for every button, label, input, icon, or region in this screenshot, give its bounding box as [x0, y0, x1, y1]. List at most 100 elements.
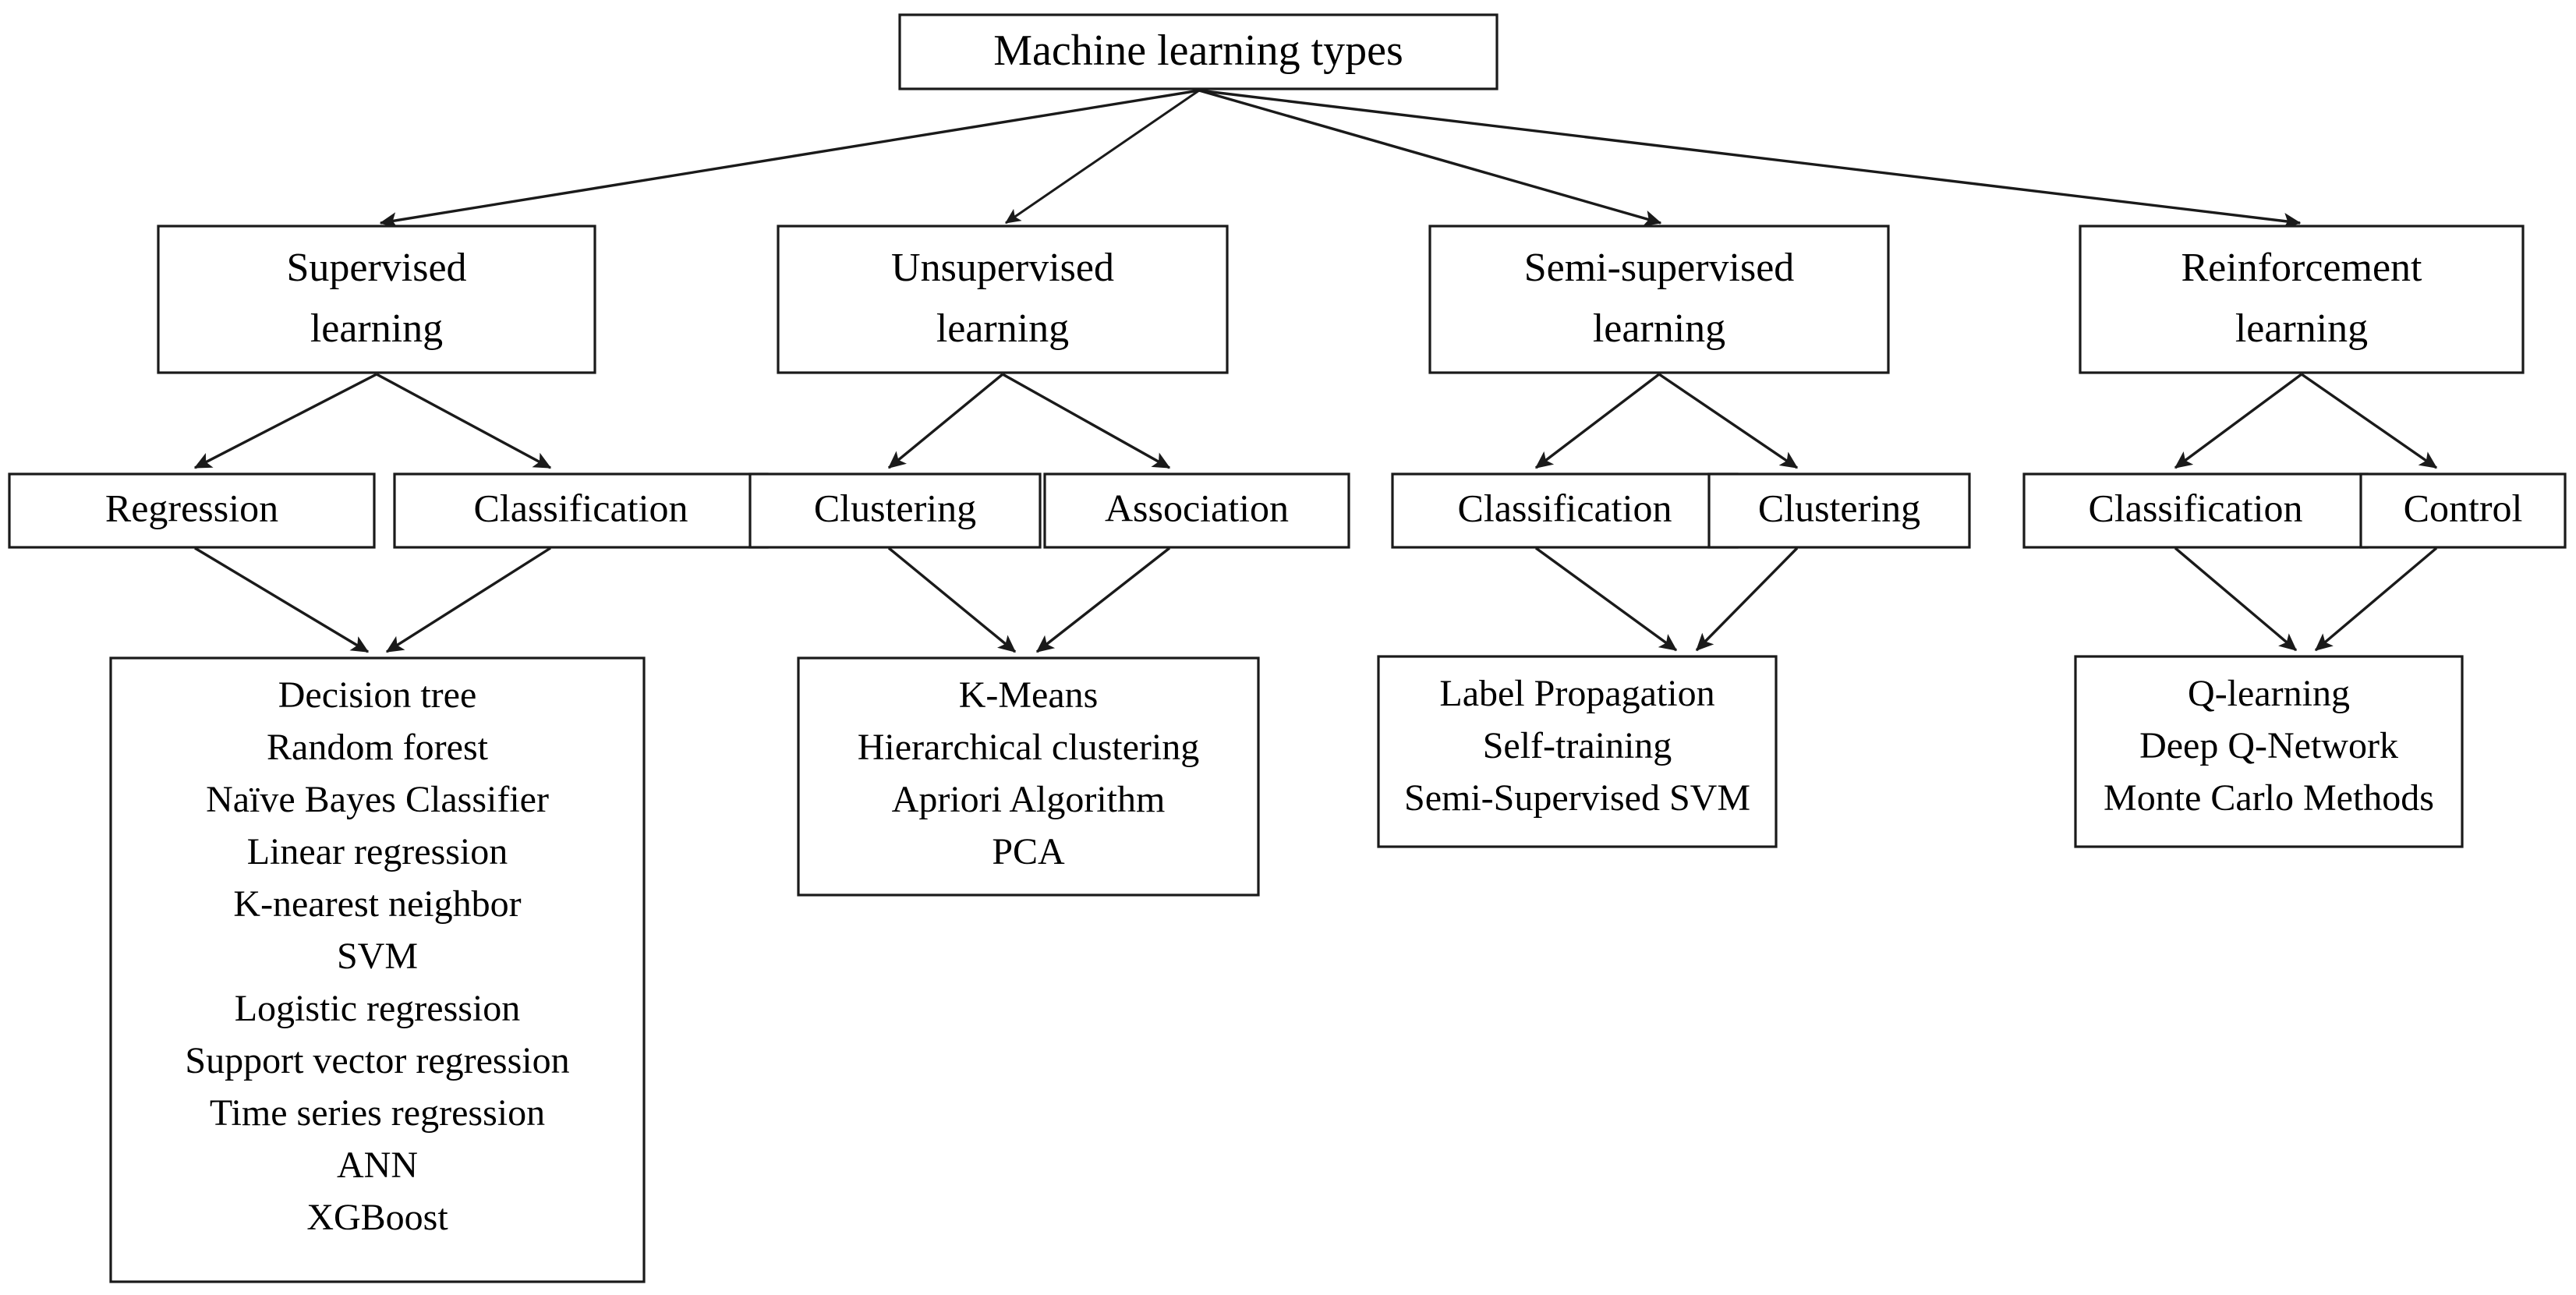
node-subcategory-supervised-regression[interactable]: Regression	[8, 472, 376, 549]
subcategory-box-control	[2359, 472, 2567, 549]
edge-reinforcement-to-classification	[2174, 373, 2303, 469]
edge-reinforcement-to-control	[2301, 373, 2438, 469]
edge-semi-supervised-to-clustering	[1658, 373, 1799, 469]
algorithms-box-semi-supervised	[1377, 655, 1778, 848]
branch-box-unsupervised	[777, 225, 1229, 374]
algorithm-item: Self-training	[1483, 725, 1672, 766]
algorithm-item: Semi-Supervised SVM	[1404, 777, 1750, 819]
algorithm-item: Time series regression	[210, 1092, 545, 1134]
branch-label-supervised-line1: Supervised	[286, 246, 466, 290]
subcategory-label-clustering-unsupervised: Clustering	[814, 486, 976, 529]
edge-unsupervised-to-association	[1002, 373, 1171, 469]
algorithm-item: Monte Carlo Methods	[2104, 777, 2434, 819]
branch-label-reinforcement-line2: learning	[2235, 306, 2368, 351]
node-subcategory-reinforcement-control[interactable]: Control	[2359, 472, 2567, 549]
subcategory-label-association: Association	[1105, 486, 1289, 529]
subcategory-label-classification-reinforcement: Classification	[2089, 486, 2303, 529]
root-box	[898, 13, 1499, 90]
node-subcategory-unsupervised-association[interactable]: Association	[1043, 472, 1350, 549]
algorithm-item: Linear regression	[247, 831, 508, 872]
branch-label-reinforcement-line1: Reinforcement	[2181, 246, 2423, 290]
edge-classification-to-supervised-algorithms	[385, 547, 551, 653]
subcategory-box-classification-supervised	[393, 472, 769, 549]
algorithm-item: Label Propagation	[1439, 673, 1714, 714]
branch-label-semi-supervised-line2: learning	[1593, 306, 1725, 351]
edge-root-to-reinforcement	[1198, 89, 2302, 229]
algorithm-item: Logistic regression	[235, 988, 521, 1029]
edges-branch-to-subcategory	[193, 373, 2438, 469]
edges-subcategory-to-algorithms	[194, 547, 2438, 653]
node-branch-semi-supervised[interactable]: Semi-supervised learning	[1428, 225, 1890, 374]
subcategory-label-classification-supervised: Classification	[474, 486, 688, 529]
edge-classification-to-semi-supervised-algorithms	[1534, 547, 1678, 652]
node-branch-unsupervised[interactable]: Unsupervised learning	[777, 225, 1229, 374]
branch-box-supervised	[157, 225, 596, 374]
subcategory-box-clustering-semi-supervised	[1707, 472, 1971, 549]
edge-supervised-to-classification	[376, 373, 552, 469]
subcategory-box-clustering-unsupervised	[748, 472, 1042, 549]
subcategory-label-clustering-semi-supervised: Clustering	[1758, 486, 1920, 529]
edge-root-to-supervised	[379, 89, 1200, 229]
algorithm-item: Support vector regression	[185, 1040, 569, 1081]
subcategory-label-classification-semi-supervised: Classification	[1458, 486, 1672, 529]
branch-label-unsupervised-line2: learning	[936, 306, 1069, 351]
algorithm-item: Decision tree	[278, 674, 477, 716]
algorithm-item: PCA	[992, 831, 1065, 872]
edge-clustering-to-semi-supervised-algorithms	[1695, 547, 1799, 652]
edge-classification-to-reinforcement-algorithms	[2174, 547, 2298, 652]
root-label: Machine learning types	[993, 27, 1403, 75]
edge-unsupervised-to-clustering	[887, 373, 1004, 469]
algorithm-item: SVM	[337, 936, 418, 977]
branch-box-semi-supervised	[1428, 225, 1890, 374]
node-subcategory-unsupervised-clustering[interactable]: Clustering	[748, 472, 1042, 549]
edge-control-to-reinforcement-algorithms	[2314, 547, 2438, 652]
branch-box-reinforcement	[2079, 225, 2525, 374]
algorithms-box-unsupervised	[797, 656, 1260, 897]
edge-root-to-semi-supervised	[1198, 89, 1662, 227]
edge-supervised-to-regression	[193, 373, 377, 469]
algorithms-list-semi-supervised: Label PropagationSelf-trainingSemi-Super…	[1404, 673, 1750, 819]
branch-label-supervised-line2: learning	[310, 306, 443, 351]
branch-label-semi-supervised-line1: Semi-supervised	[1524, 246, 1795, 290]
edge-clustering-to-unsupervised-algorithms	[887, 547, 1017, 653]
algorithm-item: K-nearest neighbor	[233, 883, 521, 925]
algorithm-item: Apriori Algorithm	[892, 779, 1166, 820]
algorithm-item: Naïve Bayes Classifier	[206, 779, 549, 820]
algorithms-box-supervised	[109, 656, 646, 1283]
edge-semi-supervised-to-classification	[1534, 373, 1661, 469]
edge-root-to-unsupervised	[1005, 89, 1200, 225]
node-subcategory-supervised-classification[interactable]: Classification	[393, 472, 769, 549]
subcategory-label-control: Control	[2404, 486, 2523, 529]
algorithm-item: Random forest	[267, 727, 489, 768]
branch-label-unsupervised-line1: Unsupervised	[891, 246, 1114, 290]
edge-association-to-unsupervised-algorithms	[1035, 547, 1171, 653]
subcategory-box-regression	[8, 472, 376, 549]
subcategory-box-classification-reinforcement	[2022, 472, 2369, 549]
edge-regression-to-supervised-algorithms	[194, 547, 370, 653]
node-subcategory-semi-supervised-clustering[interactable]: Clustering	[1707, 472, 1971, 549]
subcategory-box-classification-semi-supervised	[1391, 472, 1739, 549]
algorithm-item: K-Means	[959, 674, 1099, 716]
node-branch-supervised[interactable]: Supervised learning	[157, 225, 596, 374]
algorithm-item: ANN	[337, 1145, 418, 1186]
edges-root-to-branches	[379, 89, 2302, 229]
subcategory-box-association	[1043, 472, 1350, 549]
algorithm-item: Deep Q-Network	[2139, 725, 2398, 766]
node-root[interactable]: Machine learning types	[898, 13, 1499, 90]
algorithm-item: Q-learning	[2188, 673, 2350, 714]
node-algorithms-semi-supervised[interactable]: Label PropagationSelf-trainingSemi-Super…	[1377, 655, 1778, 848]
algorithms-box-reinforcement	[2074, 655, 2464, 848]
node-subcategory-reinforcement-classification[interactable]: Classification	[2022, 472, 2369, 549]
algorithm-item: Hierarchical clustering	[858, 727, 1199, 768]
subcategory-label-regression: Regression	[105, 486, 278, 529]
node-subcategory-semi-supervised-classification[interactable]: Classification	[1391, 472, 1739, 549]
node-branch-reinforcement[interactable]: Reinforcement learning	[2079, 225, 2525, 374]
